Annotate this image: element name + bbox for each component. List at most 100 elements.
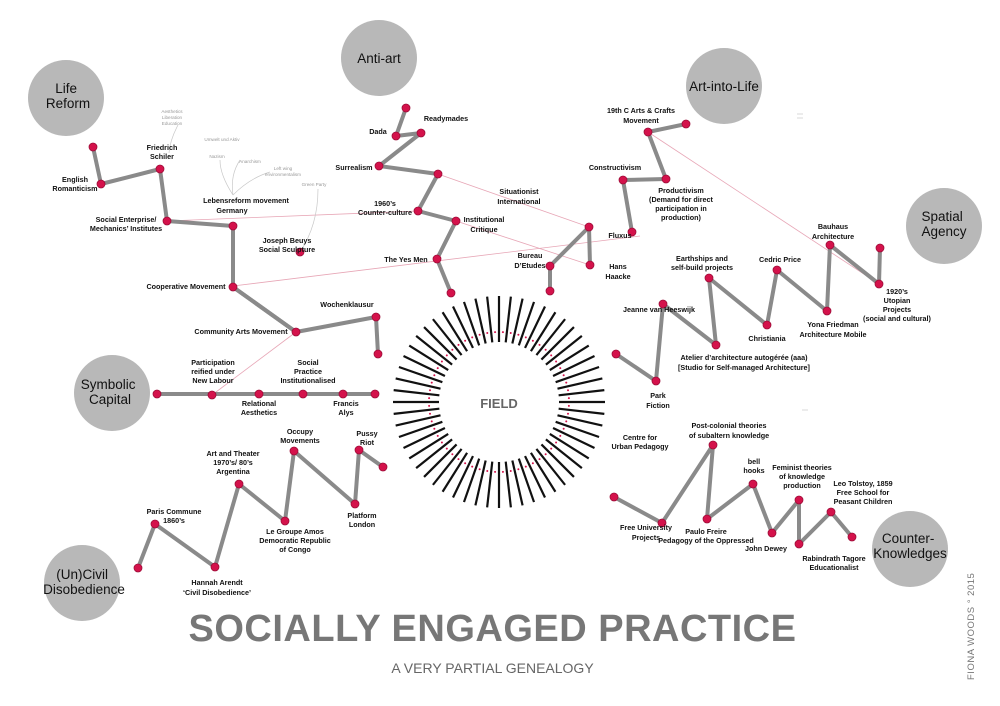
- node-productivism[interactable]: [661, 174, 671, 184]
- category-label: Agency: [921, 224, 966, 239]
- category-circle: [28, 60, 104, 136]
- node-institutional-critique[interactable]: [451, 216, 461, 226]
- field-dot: [517, 468, 520, 471]
- field-ray: [415, 335, 453, 366]
- field-ray: [415, 438, 453, 469]
- node-social-practice[interactable]: [298, 389, 308, 399]
- node-symbolic-end[interactable]: [370, 389, 380, 399]
- svg-text:Counter- Knowledges: Counter- Knowledges: [873, 531, 947, 561]
- node-utopian[interactable]: [874, 279, 884, 289]
- category-symbolic-capital: Symbolic Capital: [74, 355, 150, 431]
- node-cooperative[interactable]: [228, 282, 238, 292]
- field-ray: [535, 448, 566, 486]
- node-symbolic-a[interactable]: [152, 389, 162, 399]
- cross-link: [455, 220, 591, 266]
- node-aaa[interactable]: [711, 340, 721, 350]
- node-counter-culture[interactable]: [413, 206, 423, 216]
- label-cooperative: Cooperative Movement: [146, 282, 226, 291]
- field-ray: [462, 458, 481, 503]
- svg-text:(Un)Civil Disobedience: (Un)Civil Disobedience: [43, 567, 125, 597]
- node-francis-alys[interactable]: [338, 389, 348, 399]
- node-paulo-freire[interactable]: [702, 514, 712, 524]
- node-dada[interactable]: [391, 131, 401, 141]
- node-centre-urban[interactable]: [657, 518, 667, 528]
- field-dot: [555, 441, 558, 444]
- cross-link: [211, 331, 297, 396]
- node-participation[interactable]: [207, 390, 217, 400]
- node-hannah-arendt[interactable]: [210, 562, 220, 572]
- node-joseph-beuys[interactable]: [295, 247, 305, 257]
- field-dot: [509, 331, 512, 334]
- node-constructivism[interactable]: [618, 175, 628, 185]
- field-dot: [567, 412, 570, 415]
- node-english-romanticism[interactable]: [96, 179, 106, 189]
- node-english-romanticism-a[interactable]: [88, 142, 98, 152]
- node-park-fiction-a[interactable]: [611, 349, 621, 359]
- node-relational[interactable]: [254, 389, 264, 399]
- node-park-fiction[interactable]: [651, 376, 661, 386]
- node-social-enterprise[interactable]: [162, 216, 172, 226]
- node-yona-friedman[interactable]: [822, 306, 832, 316]
- node-bureau[interactable]: [545, 261, 555, 271]
- node-tagore[interactable]: [794, 539, 804, 549]
- label-community-arts: Community Arts Movement: [194, 327, 288, 336]
- node-community-arts[interactable]: [291, 327, 301, 337]
- cross-link: [437, 173, 590, 228]
- node-bauhaus[interactable]: [825, 240, 835, 250]
- node-free-university[interactable]: [609, 492, 619, 502]
- node-yes-men-b[interactable]: [446, 288, 456, 298]
- node-tolstoy-b[interactable]: [847, 532, 857, 542]
- node-paris-commune[interactable]: [150, 519, 160, 529]
- field-dot: [428, 389, 431, 392]
- field-ray: [408, 344, 449, 372]
- field-ray: [432, 318, 463, 356]
- node-art-theater[interactable]: [234, 479, 244, 489]
- node-fluxus[interactable]: [627, 227, 637, 237]
- node-christiania[interactable]: [762, 320, 772, 330]
- node-situationist-link[interactable]: [433, 169, 443, 179]
- node-lebensreform[interactable]: [228, 221, 238, 231]
- node-friedrich-schiler[interactable]: [155, 164, 165, 174]
- node-tolstoy[interactable]: [826, 507, 836, 517]
- field-ray: [540, 326, 575, 361]
- node-groupe-amos[interactable]: [280, 516, 290, 526]
- node-arts-crafts-a[interactable]: [681, 119, 691, 129]
- node-pussy-riot-b[interactable]: [378, 462, 388, 472]
- node-bureau-b[interactable]: [545, 286, 555, 296]
- node-wochenklausur-b[interactable]: [373, 349, 383, 359]
- node-occupy[interactable]: [289, 446, 299, 456]
- node-paris-commune-a[interactable]: [133, 563, 143, 573]
- node-pussy-riot[interactable]: [354, 445, 364, 455]
- node-cedric-price[interactable]: [772, 265, 782, 275]
- field-dot: [509, 470, 512, 473]
- node-situationist[interactable]: [584, 222, 594, 232]
- node-dada-a[interactable]: [401, 103, 411, 113]
- node-post-colonial[interactable]: [708, 440, 718, 450]
- field-dot: [565, 420, 568, 423]
- field-dot: [478, 333, 481, 336]
- node-arts-crafts[interactable]: [643, 127, 653, 137]
- faint-link: [232, 171, 271, 196]
- node-hans-haacke[interactable]: [585, 260, 595, 270]
- node-surrealism[interactable]: [374, 161, 384, 171]
- node-jeanne[interactable]: [658, 299, 668, 309]
- node-utopian-b[interactable]: [875, 243, 885, 253]
- node-readymades[interactable]: [416, 128, 426, 138]
- field-dot: [555, 360, 558, 363]
- node-wochenklausur[interactable]: [371, 312, 381, 322]
- label-jeanne: Jeanne van Heeswijk: [623, 305, 695, 314]
- node-john-dewey[interactable]: [767, 528, 777, 538]
- field-ray: [549, 344, 590, 372]
- field-dot: [433, 427, 436, 430]
- node-feminist[interactable]: [794, 495, 804, 505]
- node-platform-london[interactable]: [350, 499, 360, 509]
- node-earthships[interactable]: [704, 273, 714, 283]
- node-bell-hooks[interactable]: [748, 479, 758, 489]
- node-yes-men[interactable]: [432, 254, 442, 264]
